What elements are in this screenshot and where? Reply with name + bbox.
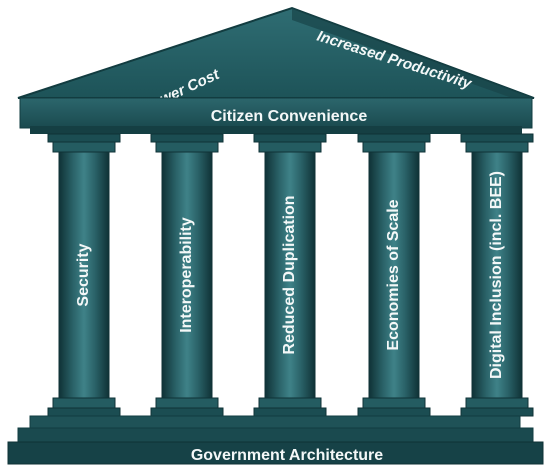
pillar-base-upper [362,397,426,409]
roof-ridge-shadow [292,8,534,98]
pillar-label: Reduced Duplication [281,195,298,354]
pillar-capital [47,133,121,143]
pillar-base [253,407,327,417]
base-step-top [29,415,521,429]
pillar-capital [357,133,431,143]
pillar-base-upper [465,397,529,409]
pillar-label: Economies of Scale [385,199,402,350]
pillars-group: Security Interoperability Reduced Duplicat… [47,133,534,417]
pillar: Interoperability [150,133,224,417]
pillar-capital-lower [52,141,116,153]
pillar-base [357,407,431,417]
pillar-capital-lower [362,141,426,153]
pillar-base-upper [52,397,116,409]
entablature-lower-band [30,126,522,134]
pillar-capital [253,133,327,143]
pillar: Economies of Scale [357,133,431,417]
pillar-base [460,407,534,417]
pillar: Security [47,133,121,417]
pillar-capital-lower [258,141,322,153]
pillar-label: Security [75,243,92,306]
base-step-bottom [7,441,544,465]
base-step-middle [17,427,534,443]
pillar-capital-lower [465,141,529,153]
base-label: Government Architecture [191,447,383,464]
pillar-label: Interoperability [178,217,195,333]
pillar-label: Digital Inclusion (incl. BEE) [488,171,505,379]
pillar-capital-lower [155,141,219,153]
entablature-beam [19,97,533,129]
pillar-capital [460,133,534,143]
entablature-label: Citizen Convenience [211,108,368,125]
pillar-base-upper [155,397,219,409]
pillar-base-upper [258,397,322,409]
pillar: Reduced Duplication [253,133,327,417]
pillar-base [150,407,224,417]
pillar: Digital Inclusion (incl. BEE) [460,133,534,417]
pillar-shaft [471,151,523,399]
pillar-capital [150,133,224,143]
pillar-base [47,407,121,417]
